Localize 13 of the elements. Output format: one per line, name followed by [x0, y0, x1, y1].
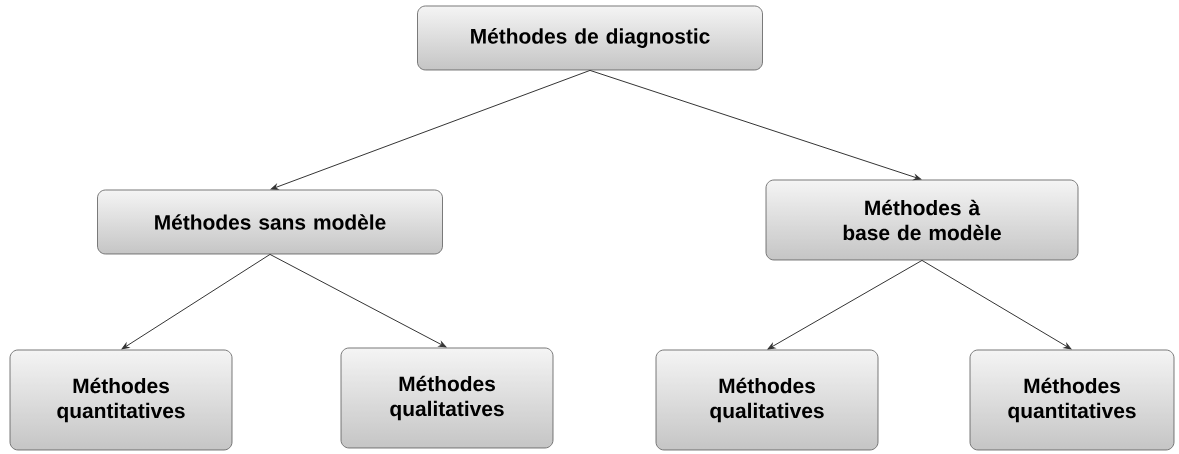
- arrow: [270, 69, 591, 190]
- method-box: Méthodes de diagnostic: [417, 5, 763, 71]
- method-box: Méthodes quantitatives: [969, 349, 1175, 451]
- arrow: [269, 253, 447, 348]
- arrow: [767, 259, 923, 350]
- method-box: Méthodes à base de modèle: [765, 179, 1079, 261]
- method-box: Méthodes quantitatives: [9, 349, 233, 451]
- arrow: [921, 259, 1072, 350]
- arrow: [589, 69, 922, 180]
- arrow: [121, 253, 271, 350]
- method-box: Méthodes sans modèle: [97, 189, 443, 255]
- method-box: Méthodes qualitatives: [655, 349, 879, 451]
- method-box: Méthodes qualitatives: [340, 347, 554, 449]
